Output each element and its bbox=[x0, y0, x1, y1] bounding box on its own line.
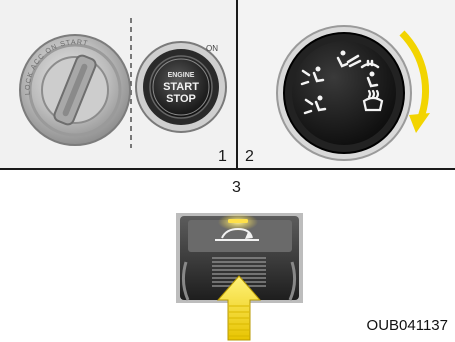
key-cylinder-icon: LOCK ACC ON START bbox=[20, 35, 130, 145]
engine-start-stop-button-icon: ENGINE START STOP ON bbox=[136, 42, 226, 132]
figure-code: OUB041137 bbox=[367, 317, 448, 334]
button-line-stop: STOP bbox=[166, 93, 196, 105]
panel-2-number: 2 bbox=[245, 148, 254, 165]
mode-knob-icon bbox=[277, 26, 411, 160]
button-line-engine: ENGINE bbox=[168, 72, 195, 79]
panel-3-number: 3 bbox=[232, 179, 241, 196]
panel-1-number: 1 bbox=[218, 148, 227, 165]
button-line-start: START bbox=[163, 81, 199, 93]
button-on-label: ON bbox=[206, 44, 218, 53]
